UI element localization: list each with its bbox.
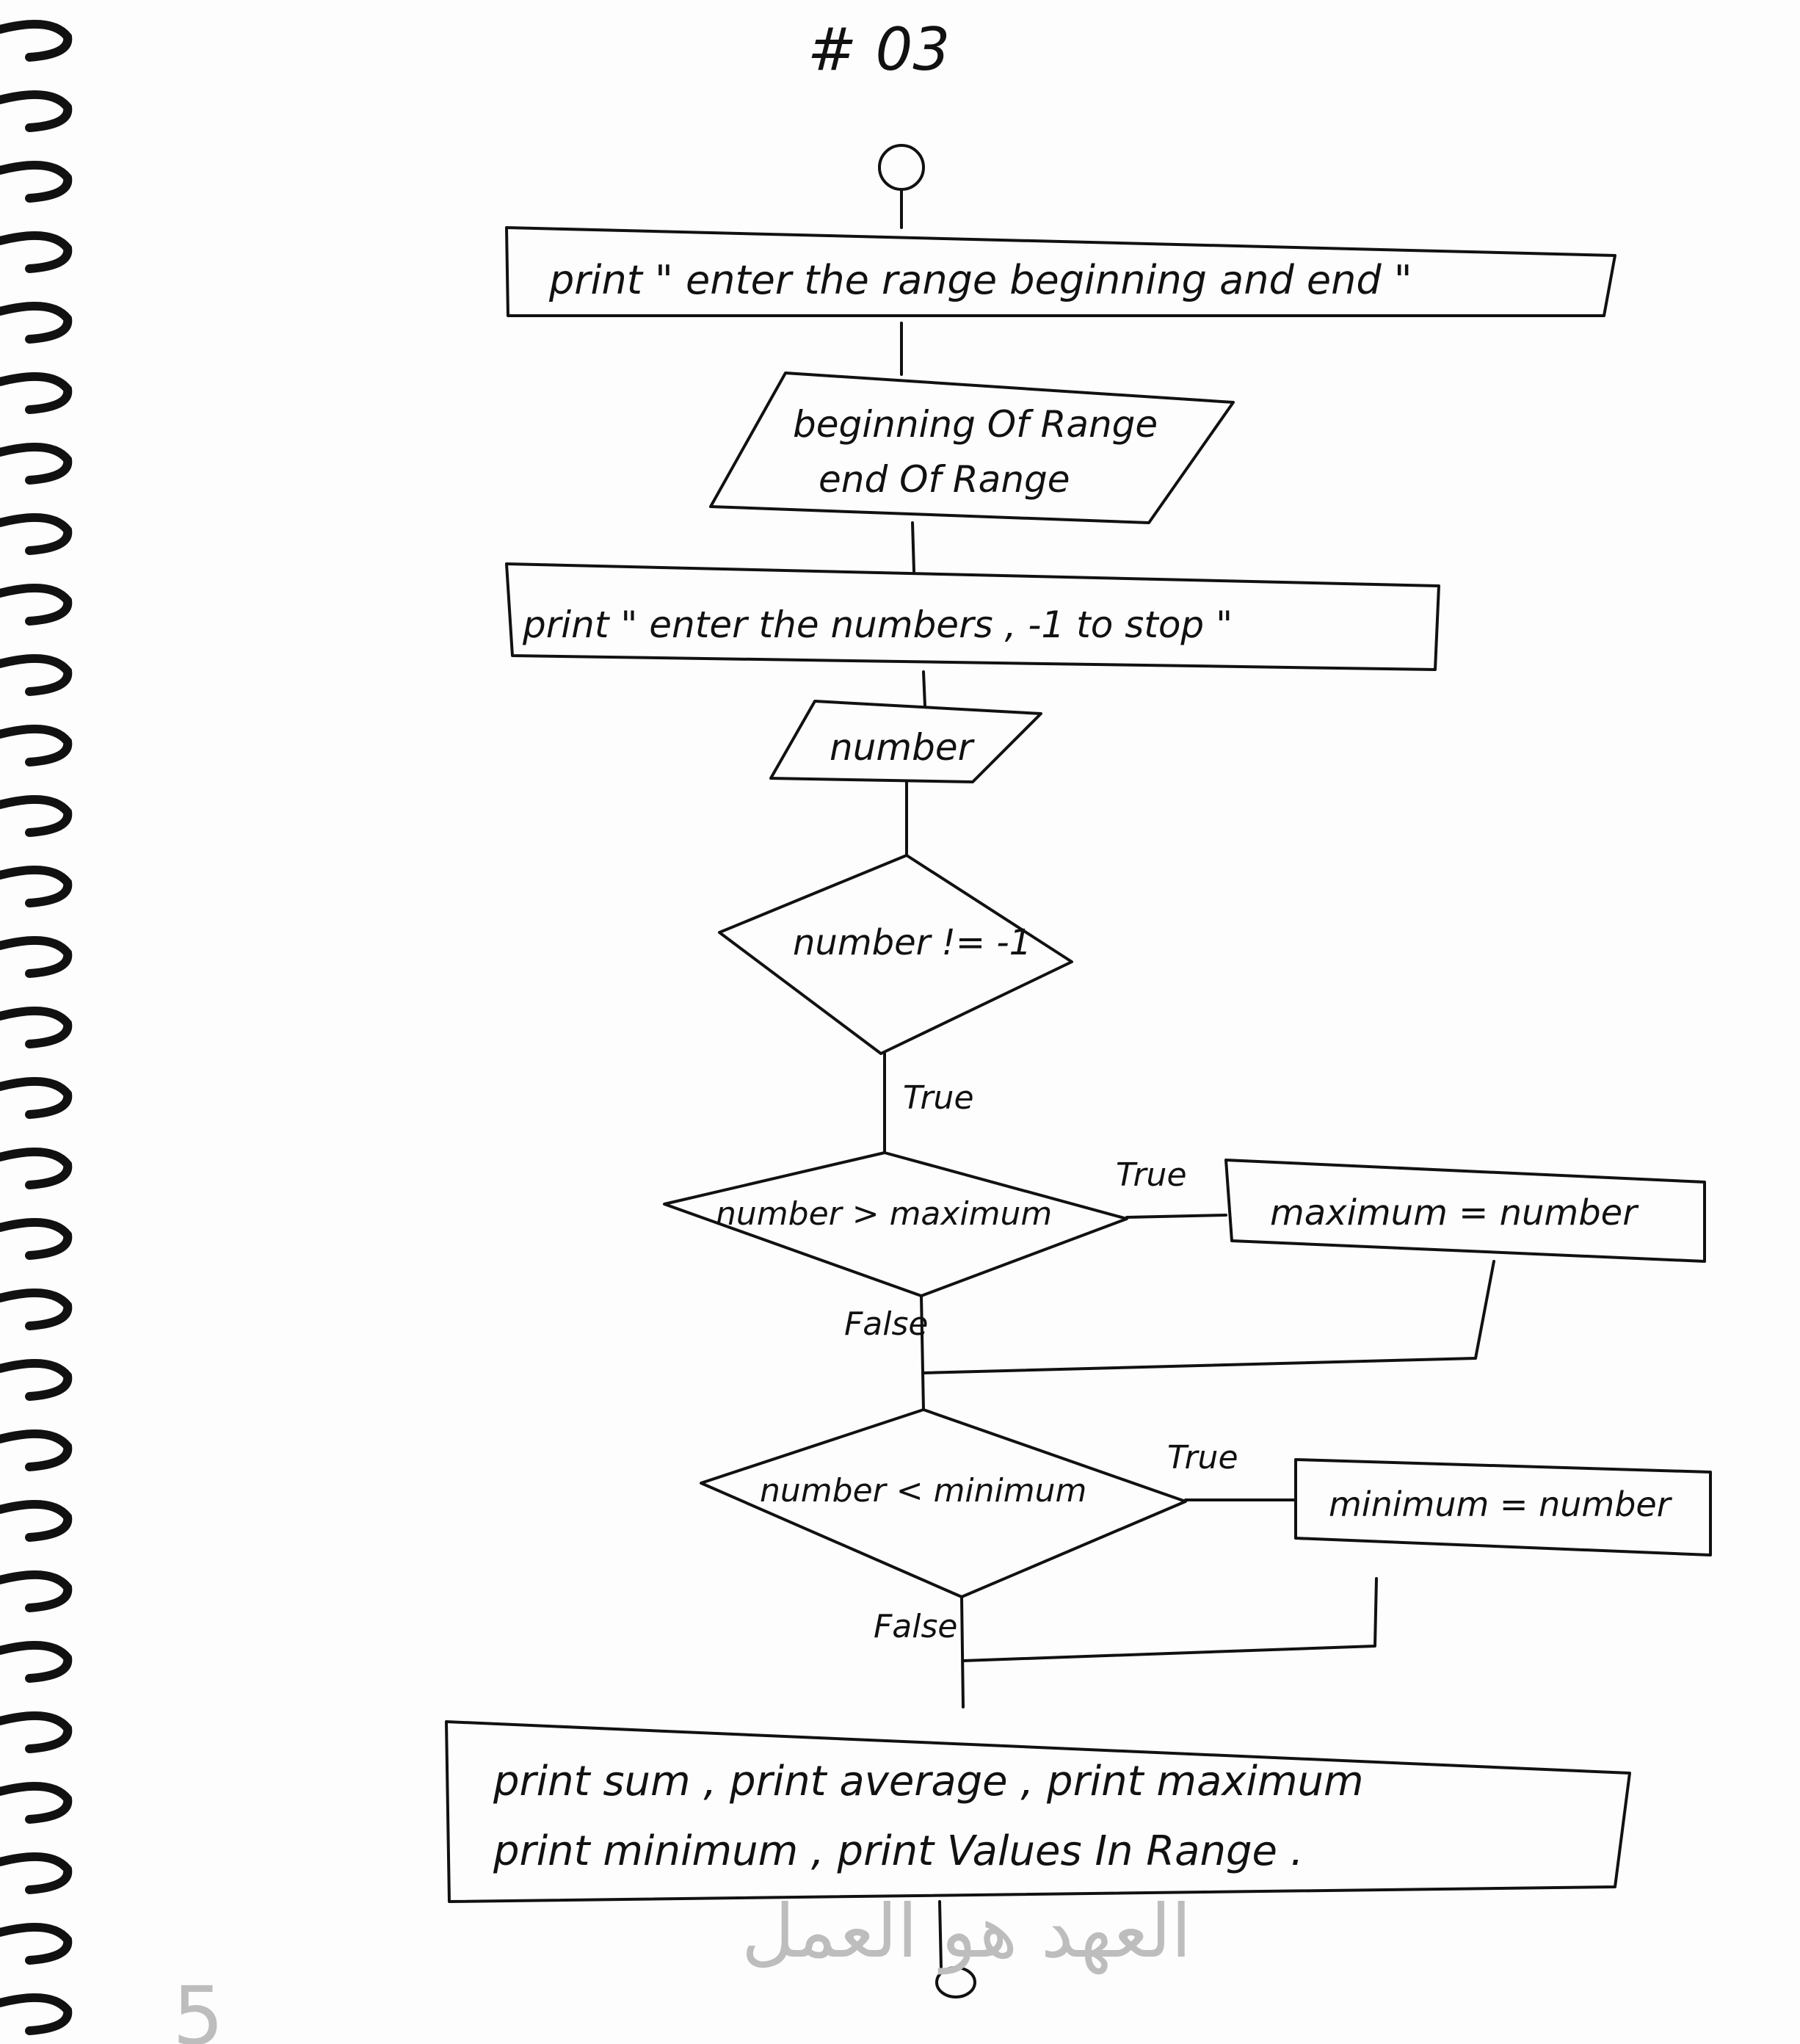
connector-min-false: [960, 1595, 965, 1708]
spiral-ring: [0, 724, 73, 766]
spiral-ring: [0, 935, 73, 978]
spiral-ring: [0, 1499, 73, 1542]
spiral-ring: [0, 865, 73, 907]
input-range-parallelogram: [709, 372, 1235, 524]
set-min-text: minimum = number: [1329, 1485, 1673, 1524]
spiral-ring: [0, 1217, 73, 1260]
connector-3: [922, 670, 926, 708]
spiral-ring: [0, 19, 73, 62]
spiral-ring: [0, 794, 73, 837]
spiral-binding: [0, 19, 73, 2035]
spiral-ring: [0, 372, 73, 414]
end-terminal: [935, 1966, 976, 1998]
input-range-line-1: beginning Of Range: [793, 403, 1158, 446]
output-line-2: print minimum , print Values In Range .: [493, 1827, 1304, 1875]
decision-max-text: number > maximum: [716, 1195, 1052, 1233]
connector-min-merge: [962, 1577, 1378, 1662]
spiral-ring: [0, 1429, 73, 1471]
decision-stop: [718, 854, 1073, 1055]
set-max-text: maximum = number: [1270, 1192, 1639, 1233]
watermark-arabic: العهد هو العمل: [741, 1888, 1191, 1975]
spiral-ring: [0, 160, 73, 203]
label-max-false: False: [844, 1305, 929, 1343]
output-box: [445, 1720, 1631, 1903]
input-range-line-2: end Of Range: [819, 458, 1070, 501]
connector-2: [911, 521, 915, 573]
label-max-true: True: [1116, 1156, 1187, 1194]
prompt-range-text: print " enter the range beginning and en…: [548, 257, 1412, 303]
spiral-ring: [0, 1358, 73, 1401]
spiral-ring: [0, 1288, 73, 1330]
label-min-true: True: [1167, 1439, 1238, 1476]
footer-number: 5: [173, 1969, 224, 2044]
input-number-parallelogram: [769, 700, 1042, 783]
spiral-ring: [0, 1147, 73, 1189]
connector-max-false: [920, 1294, 925, 1411]
prompt-numbers-box: [505, 562, 1440, 671]
spiral-ring: [0, 1076, 73, 1119]
spiral-ring: [0, 90, 73, 132]
start-terminal: [878, 144, 925, 191]
label-min-false: False: [874, 1608, 958, 1645]
output-line-1: print sum , print average , print maximu…: [493, 1758, 1364, 1805]
connector-end: [938, 1900, 943, 1969]
label-stop-true: True: [903, 1079, 974, 1117]
set-max-box: [1224, 1159, 1706, 1263]
decision-min-text: number < minimum: [760, 1472, 1086, 1510]
spiral-ring: [0, 1993, 73, 2035]
prompt-range-box: [505, 226, 1616, 317]
prompt-numbers-text: print " enter the numbers , -1 to stop ": [522, 604, 1233, 646]
input-number-text: number: [830, 726, 976, 769]
spiral-ring: [0, 512, 73, 555]
spiral-ring: [0, 1852, 73, 1894]
spiral-ring: [0, 1570, 73, 1612]
set-min-box: [1294, 1458, 1712, 1556]
spiral-ring: [0, 583, 73, 626]
spiral-ring: [0, 1922, 73, 1965]
page-heading: # 03: [808, 15, 950, 84]
spiral-ring: [0, 442, 73, 485]
spiral-ring: [0, 1711, 73, 1753]
spiral-ring: [0, 231, 73, 273]
spiral-ring: [0, 1640, 73, 1683]
connector-max-merge: [922, 1260, 1495, 1374]
spiral-ring: [0, 1006, 73, 1048]
spiral-ring: [0, 301, 73, 344]
connector-max-true: [1125, 1214, 1227, 1219]
spiral-ring: [0, 1781, 73, 1824]
decision-stop-text: number != -1: [793, 922, 1031, 963]
spiral-ring: [0, 653, 73, 696]
